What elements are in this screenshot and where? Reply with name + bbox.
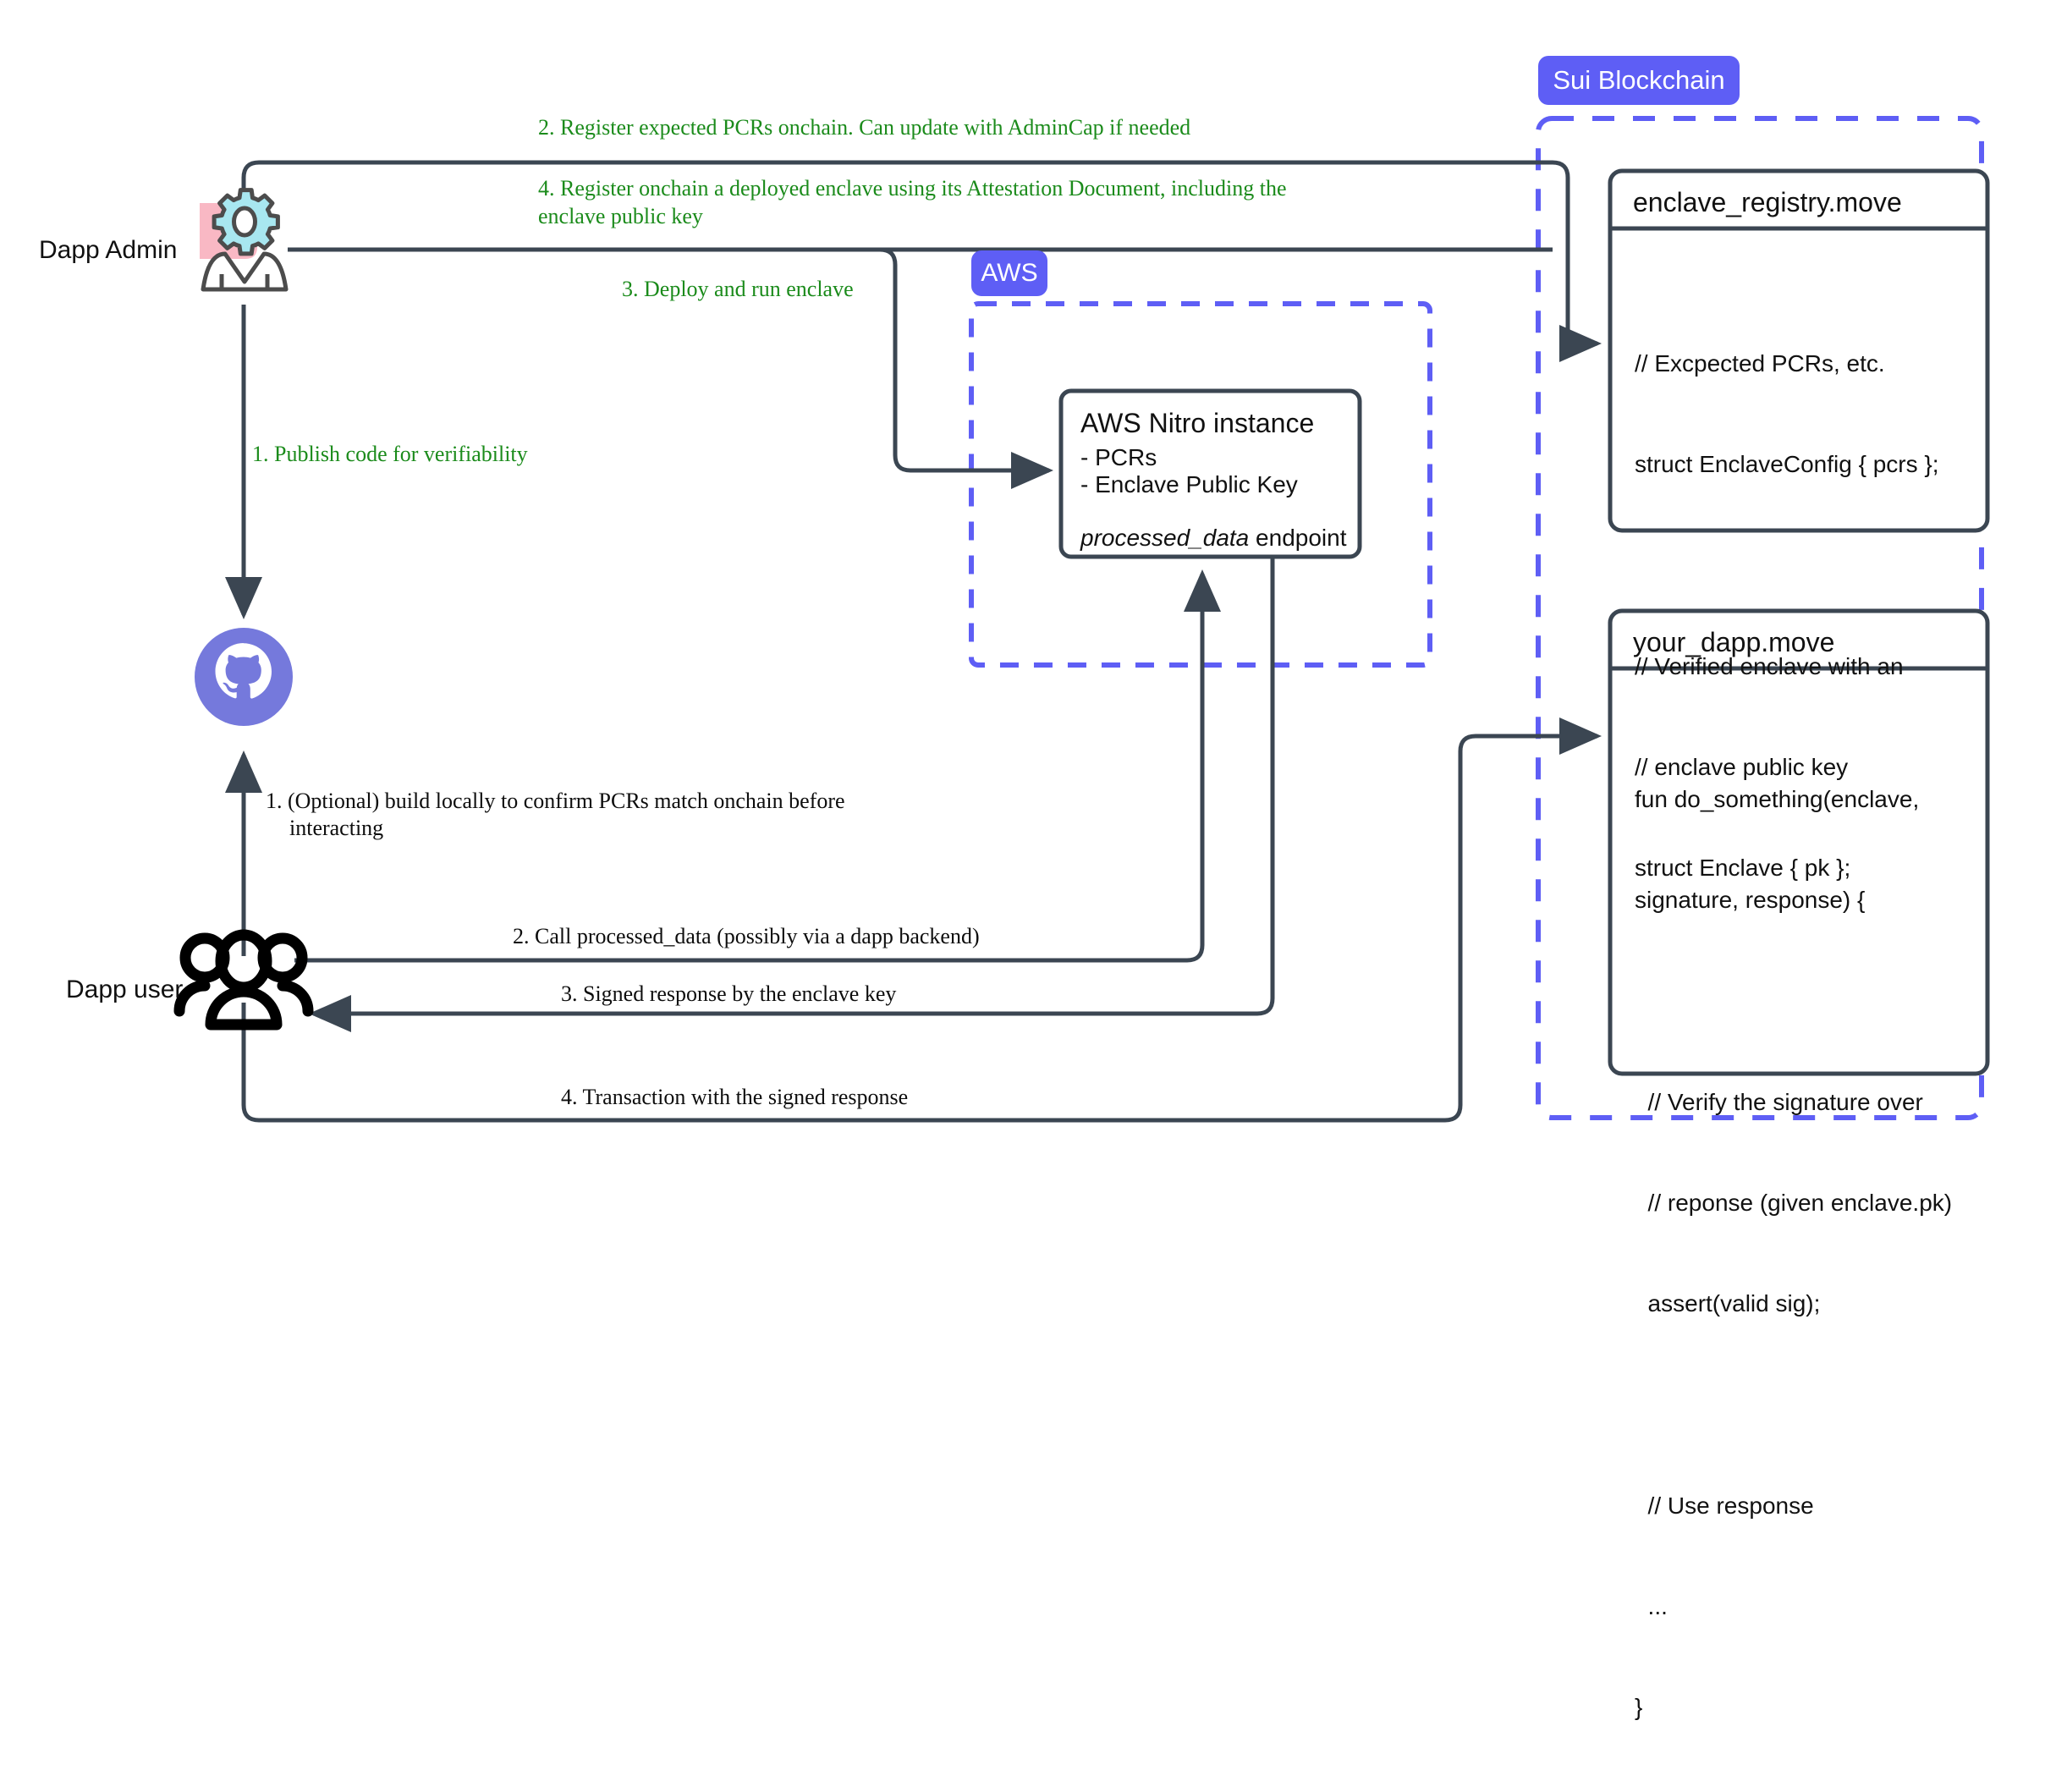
processed-data-code: processed_data — [1080, 525, 1250, 551]
aws-nitro-title: AWS Nitro instance — [1080, 408, 1315, 438]
your-dapp-code: fun do_something(enclave, signature, res… — [1635, 715, 1952, 1792]
your-dapp-node — [1608, 608, 1990, 1076]
aws-nitro-line-2: - Enclave Public Key — [1080, 471, 1298, 497]
code-line: // Excpected PCRs, etc. — [1635, 349, 1885, 377]
code-line: // Verified enclave with an — [1635, 652, 1904, 679]
edge-label-deploy-enclave: 3. Deploy and run enclave — [622, 277, 854, 301]
edge-label-build-locally-line1: 1. (Optional) build locally to confirm P… — [266, 789, 845, 813]
code-line: ... — [1635, 1593, 1668, 1619]
edge-deploy-enclave — [288, 247, 1053, 489]
aws-badge-label: AWS — [981, 259, 1038, 287]
sui-zone-boundary — [1536, 116, 1984, 1120]
code-line: struct Enclave { pk }; — [1635, 855, 1851, 881]
code-line — [1635, 1388, 1952, 1421]
code-line: // Use response — [1635, 1492, 1814, 1519]
edge-register-pcrs — [241, 160, 1602, 362]
aws-nitro-endpoint: processed_data endpoint — [1080, 521, 1346, 556]
dapp-admin-icon — [200, 188, 289, 292]
edge-call-processed-data — [294, 569, 1221, 963]
aws-nitro-node — [1058, 388, 1362, 559]
your-dapp-title: your_dapp.move — [1633, 627, 1835, 657]
sui-badge-label: Sui Blockchain — [1553, 65, 1725, 95]
dapp-admin-label: Dapp Admin — [39, 236, 178, 264]
edge-label-call-processed-data: 2. Call processed_data (possibly via a d… — [513, 924, 980, 948]
code-line: assert(valid sig); — [1635, 1290, 1821, 1317]
code-line: signature, response) { — [1635, 886, 1866, 913]
code-line: // Verify the signature over — [1635, 1088, 1923, 1115]
edge-label-register-enclave-line2: enclave public key — [538, 204, 703, 228]
github-icon — [195, 628, 293, 726]
code-line: // enclave public key — [1635, 753, 1849, 780]
code-line — [1635, 548, 1939, 582]
code-line: fun do_something(enclave, — [1635, 785, 1920, 812]
code-line: struct EnclaveConfig { pcrs }; — [1635, 450, 1939, 477]
dapp-user-label: Dapp user — [66, 976, 184, 1003]
aws-zone-badge: AWS — [971, 250, 1047, 296]
diagram-canvas: AWS Sui Blockchain Dapp Admin Dapp user … — [39, 56, 1990, 1720]
aws-nitro-line-1: - PCRs — [1080, 444, 1157, 470]
edge-label-signed-response: 3. Signed response by the enclave key — [561, 981, 897, 1006]
enclave-registry-node — [1608, 168, 1990, 533]
edge-label-transaction: 4. Transaction with the signed response — [561, 1085, 909, 1109]
enclave-registry-code: // Excpected PCRs, etc. struct EnclaveCo… — [1635, 279, 1939, 952]
code-line: // reponse (given enclave.pk) — [1635, 1189, 1953, 1216]
code-line: } — [1635, 1694, 1643, 1721]
edge-label-build-locally-line2: interacting — [289, 816, 384, 840]
endpoint-suffix: endpoint — [1249, 525, 1347, 551]
edge-label-register-pcrs: 2. Register expected PCRs onchain. Can u… — [538, 115, 1191, 140]
edge-transaction — [241, 717, 1602, 1123]
dapp-user-icon — [173, 929, 314, 1031]
code-line — [1635, 984, 1952, 1018]
edge-signed-response — [309, 557, 1275, 1032]
connector-layer — [173, 116, 1990, 1123]
sui-zone-badge: Sui Blockchain — [1538, 56, 1740, 105]
edge-label-register-enclave-line1: 4. Register onchain a deployed enclave u… — [538, 176, 1287, 201]
enclave-registry-title: enclave_registry.move — [1633, 187, 1902, 217]
edge-label-publish-code: 1. Publish code for verifiability — [252, 442, 528, 466]
